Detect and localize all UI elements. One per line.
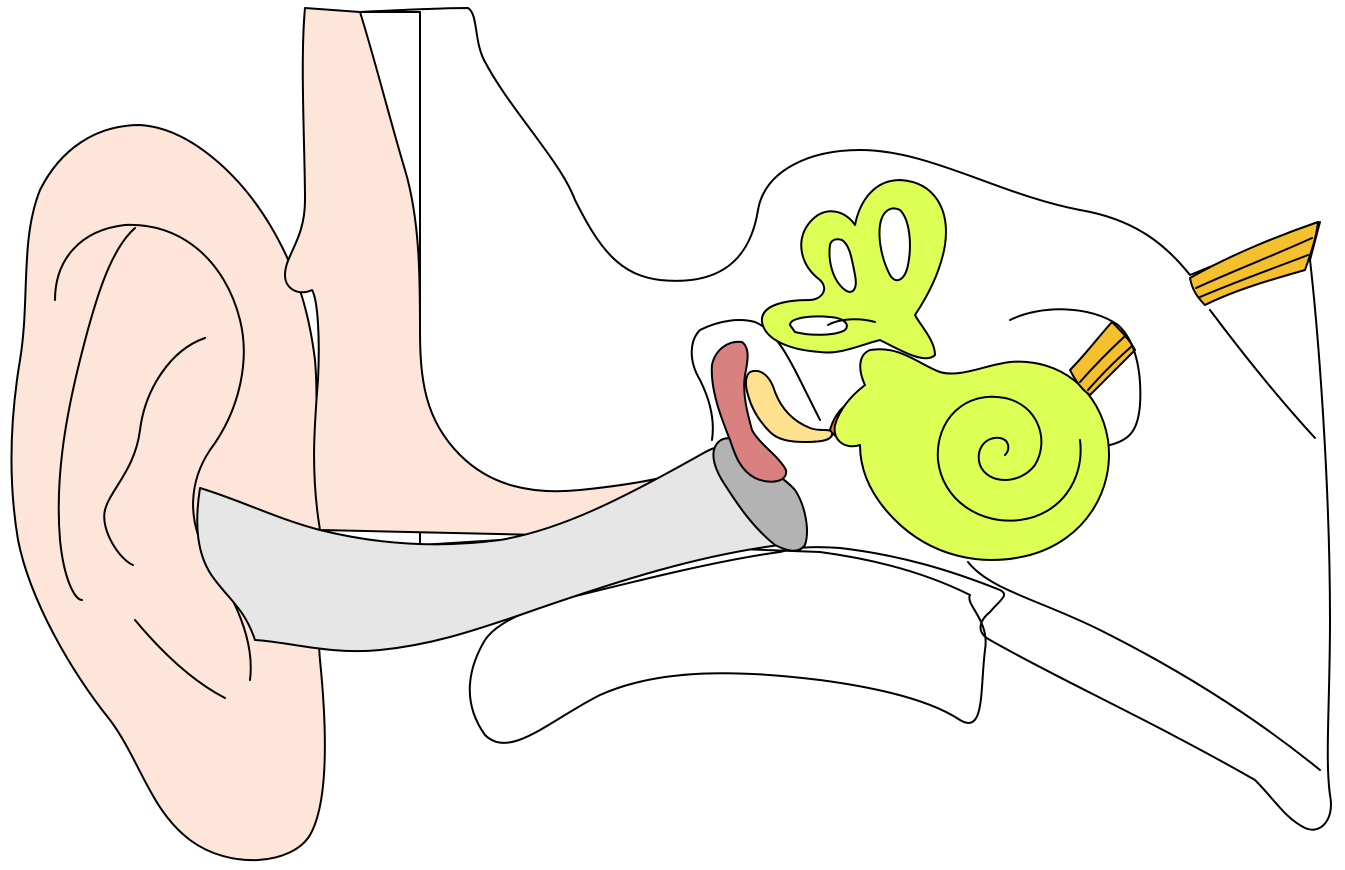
ear-anatomy-diagram (0, 0, 1345, 870)
